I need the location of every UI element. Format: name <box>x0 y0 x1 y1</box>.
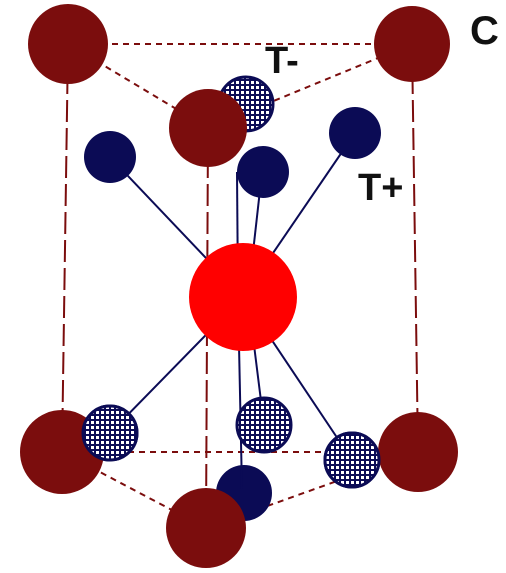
center-atom <box>189 243 297 351</box>
tetra-minus-atom-right-front <box>323 431 381 489</box>
tetra-minus-atom-left-front <box>81 404 139 462</box>
tetra-plus-atom-left <box>84 131 136 183</box>
cell-edge <box>61 43 69 453</box>
corner-atom-top-front <box>169 89 247 167</box>
label-t-plus: T+ <box>358 167 403 209</box>
label-t-minus: T- <box>265 40 299 82</box>
label-c: C <box>470 9 499 53</box>
corner-atom-bottom-right <box>378 412 458 492</box>
tetra-plus-atom-center <box>237 146 289 198</box>
corner-atom-top-right <box>374 6 450 82</box>
tetra-minus-atom-center <box>235 396 293 454</box>
tetra-plus-atom-right <box>329 107 381 159</box>
cell-edge <box>411 43 419 453</box>
corner-atom-top-left <box>28 4 108 84</box>
corner-atom-bottom-front <box>166 488 246 568</box>
